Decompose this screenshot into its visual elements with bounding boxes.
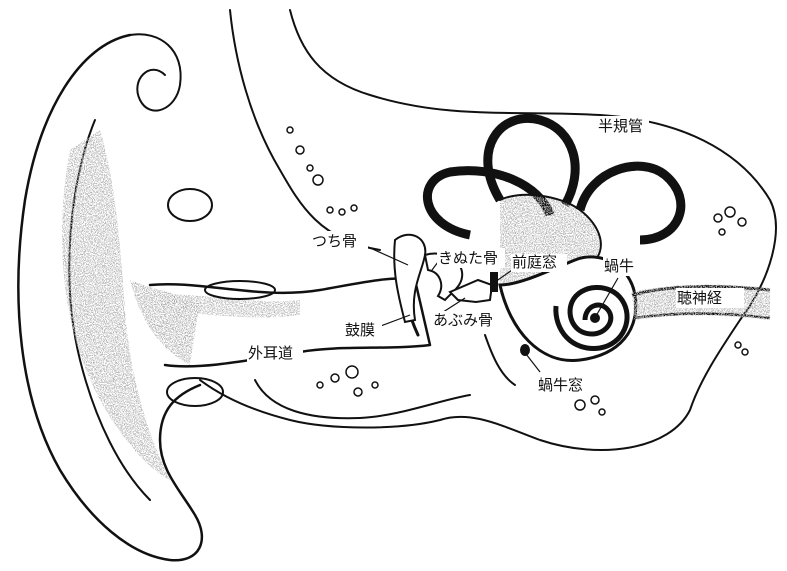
round-window <box>520 344 530 356</box>
bone-lower-outline <box>255 380 470 418</box>
label-incus: きぬた骨 <box>437 248 505 268</box>
label-oval-window: 前庭窓 <box>511 253 567 272</box>
label-auditory-nerve: 聴神経 <box>676 288 744 308</box>
svg-text:蝸牛窓: 蝸牛窓 <box>538 376 583 394</box>
svg-text:半規管: 半規管 <box>598 117 643 135</box>
bone-pores-upper <box>287 127 357 215</box>
middle-ear-wall <box>485 335 515 385</box>
label-stapes: あぶみ骨 <box>432 311 500 329</box>
concha-shading <box>130 280 200 365</box>
bone-cavity <box>167 378 223 406</box>
svg-text:聴神経: 聴神経 <box>677 289 722 307</box>
svg-text:鼓膜: 鼓膜 <box>345 321 375 339</box>
label-eardrum: 鼓膜 <box>344 320 382 340</box>
temporal-bone-outline <box>200 10 776 450</box>
svg-text:前庭窓: 前庭窓 <box>512 253 557 271</box>
label-semicircular-canals: 半規管 <box>597 116 649 136</box>
svg-text:つち骨: つち骨 <box>312 232 357 250</box>
svg-text:外耳道: 外耳道 <box>248 344 293 362</box>
bone-cavity <box>168 189 212 221</box>
cochlea-apex <box>590 313 600 323</box>
svg-text:蝸牛: 蝸牛 <box>604 257 634 275</box>
label-round-window: 蝸牛窓 <box>537 376 593 394</box>
svg-text:あぶみ骨: あぶみ骨 <box>433 311 493 329</box>
leader-line-round-window <box>526 354 540 372</box>
helix-fold <box>130 34 181 110</box>
label-cochlea: 蝸牛 <box>603 256 643 276</box>
label-ear-canal: 外耳道 <box>247 343 303 363</box>
oval-window <box>490 272 498 292</box>
svg-text:きぬた骨: きぬた骨 <box>438 249 498 267</box>
label-malleus: つち骨 <box>311 231 368 251</box>
